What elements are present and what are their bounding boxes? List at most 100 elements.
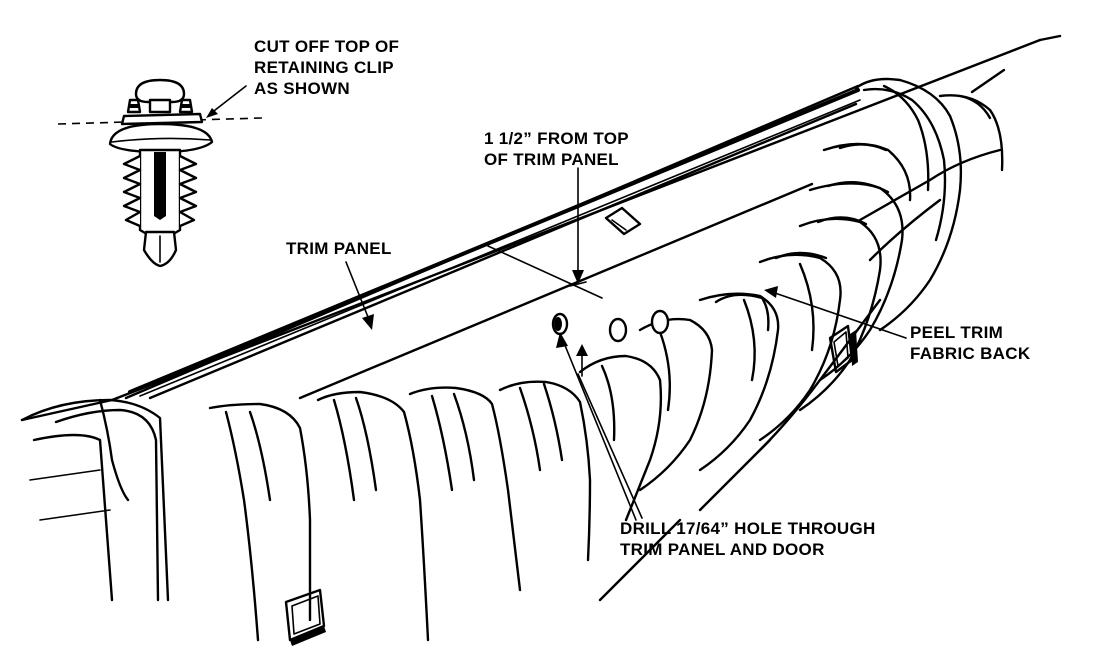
roll-9-fold [798, 262, 815, 352]
clip-teeth-left [122, 154, 142, 228]
roll-4-outline [408, 386, 522, 592]
door-outer-curve [938, 94, 1004, 172]
roll-6-outline [578, 354, 663, 522]
trim-panel-label: TRIM PANEL [286, 238, 392, 259]
distance-note: 1 1/2” FROM TOP OF TRIM PANEL [484, 128, 629, 170]
trim-fabric-rolls [20, 77, 1004, 642]
drill-leader-1 [561, 337, 637, 521]
roll-2-fold [248, 410, 272, 502]
retaining-clip [57, 78, 263, 268]
roll-3-left [332, 398, 356, 502]
clip-note-leader [209, 85, 247, 115]
peeled-fabric-outline [854, 77, 963, 332]
trim-panel-lower-edge [298, 182, 814, 400]
roll-3-fold [354, 396, 378, 492]
roll-8-fold [742, 298, 756, 382]
roll-5-left [518, 386, 542, 472]
peel-arrowhead [764, 286, 778, 298]
roll-11-highlight [826, 180, 890, 194]
panel-face-line-2 [39, 509, 111, 521]
clip-top-head [134, 78, 186, 104]
roll-1-outline [20, 398, 170, 602]
roll-6-left [600, 364, 616, 442]
pocket-right-inner [833, 331, 849, 367]
roll-4-left [430, 394, 454, 492]
clip-neck [148, 98, 172, 114]
roll-5-outline [498, 380, 592, 562]
clip-teeth-right [178, 154, 198, 228]
panel-face-left [32, 433, 114, 602]
drill-note: DRILL 17/64” HOLE THROUGH TRIM PANEL AND… [620, 518, 876, 560]
door-contour-2 [868, 198, 942, 262]
drill-note-line-1: DRILL 17/64” HOLE THROUGH [620, 519, 876, 538]
clip-flange-shade-left [130, 104, 138, 108]
flange-right-edge [970, 68, 1006, 94]
door-pockets [284, 324, 858, 646]
roll-7-left [658, 330, 671, 412]
peel-note-line-1: PEEL TRIM [910, 323, 1004, 342]
roll-10-highlight [816, 216, 868, 226]
trim-panel-leader [345, 261, 371, 323]
roll-2-outline [208, 402, 312, 622]
roll-2-left [224, 410, 260, 642]
peel-note: PEEL TRIM FABRIC BACK [910, 322, 1030, 364]
hole-2 [608, 317, 628, 343]
clip-collar [120, 112, 204, 126]
panel-slot-inner [611, 219, 627, 231]
door-contour-5 [598, 518, 682, 602]
door-top-flange [20, 34, 1062, 422]
drill-holes [551, 309, 670, 343]
roll-12-highlight [838, 143, 888, 152]
roll-12-outline [822, 142, 912, 202]
flange-lip-line [128, 88, 860, 394]
peeled-fabric-inner [862, 87, 947, 242]
flange-corner [1038, 34, 1062, 42]
distance-note-line-1: 1 1/2” FROM TOP [484, 129, 629, 148]
clip-note-line-1: CUT OFF TOP OF [254, 37, 400, 56]
roll-10-outline [798, 217, 882, 412]
callout-leaders [345, 261, 907, 521]
door-contour-1 [858, 148, 1002, 222]
door-outer-curve-inner [958, 94, 992, 120]
drill-note-line-2: TRIM PANEL AND DOOR [620, 540, 825, 559]
pocket-right-shadow [850, 330, 858, 366]
panel-face-line-1 [29, 469, 101, 481]
clip-dome-rim [111, 137, 211, 143]
peel-note-line-2: FABRIC BACK [910, 344, 1031, 363]
pocket-lower-left-shadow [290, 626, 326, 646]
clip-flange-shade-right [182, 104, 190, 108]
measure-guide-line [487, 245, 603, 299]
distance-tick [569, 281, 587, 287]
roll-9-outline [758, 253, 842, 442]
drill-hole-shadow [554, 317, 562, 331]
roll-9-highlight [774, 251, 828, 260]
drill-arrowhead-1 [556, 332, 568, 348]
pocket-lower-left-inner [291, 595, 321, 635]
clip-note: CUT OFF TOP OF RETAINING CLIP AS SHOWN [254, 36, 399, 99]
panel-slot [604, 206, 642, 236]
door-left-edge [20, 398, 114, 422]
flange-lip-bottom [148, 102, 858, 400]
door-contour-3 [758, 298, 882, 452]
drill-leader-2 [577, 373, 643, 519]
flange-lip-inner [139, 99, 861, 397]
peel-leader [771, 291, 907, 339]
distance-note-line-2: OF TRIM PANEL [484, 150, 619, 169]
measurement-markers [569, 167, 588, 377]
roll-7-outline [638, 317, 714, 492]
roll-1-inner [54, 408, 160, 602]
drill-position-arrowhead [576, 344, 588, 356]
clip-note-line-2: RETAINING CLIP [254, 58, 394, 77]
roll-3-outline [316, 390, 430, 642]
trim-panel-text: TRIM PANEL [286, 239, 392, 258]
roll-5-fold [542, 382, 564, 462]
roll-8-highlight [714, 293, 770, 332]
clip-note-line-3: AS SHOWN [254, 79, 350, 98]
roll-4-fold [452, 392, 476, 482]
hole-3 [650, 309, 670, 335]
clip-note-arrowhead [206, 108, 218, 118]
door-contour-4 [698, 438, 772, 512]
clip-slot [154, 152, 166, 220]
